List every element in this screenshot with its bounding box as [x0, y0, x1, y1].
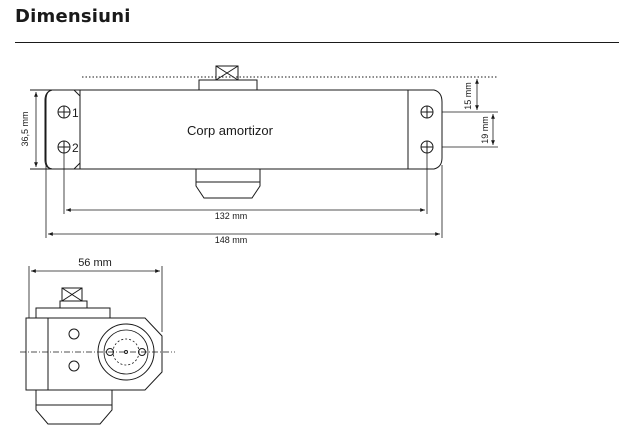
valve-base — [198, 79, 258, 91]
front-view — [30, 65, 498, 238]
dim-outer-label: 148 mm — [215, 235, 248, 245]
right-plate-outline — [408, 89, 443, 170]
side-mounting-plate — [25, 317, 49, 391]
dim-height-label: 36,5 mm — [20, 111, 30, 146]
side-view — [20, 266, 175, 425]
screw-hole-3 — [420, 105, 434, 119]
dim-width-label: 56 mm — [78, 257, 112, 269]
port-1-label: 1 — [72, 106, 79, 120]
dim-holes-label: 19 mm — [480, 116, 490, 144]
screw-hole-2 — [57, 140, 71, 154]
page-title: Dimensiuni — [15, 6, 131, 27]
dim-inner-label: 132 mm — [215, 211, 248, 221]
screw-hole-1 — [57, 105, 71, 119]
body-label: Corp amortizor — [187, 123, 274, 138]
left-plate-outline — [30, 89, 81, 170]
pinion-housing — [195, 169, 261, 199]
left-plate — [45, 89, 80, 170]
port-2-label: 2 — [72, 141, 79, 155]
side-bottom-housing — [35, 390, 113, 425]
screw-hole-4 — [420, 140, 434, 154]
dim-top-label: 15 mm — [463, 82, 473, 110]
side-body — [48, 317, 163, 391]
title-divider — [15, 42, 619, 43]
